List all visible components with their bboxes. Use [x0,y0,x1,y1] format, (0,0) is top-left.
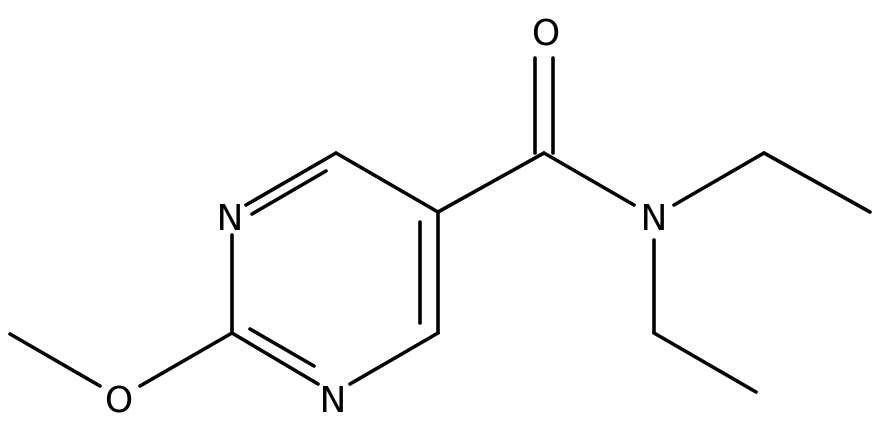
bond-c4-n3 [244,151,338,207]
atom-labels: N N O O N [105,13,668,421]
bond-c4-n3-inner [250,169,328,216]
bond-c5-ccarbonyl [436,151,546,214]
atom-o-carbonyl: O [532,13,560,54]
atom-o-methoxy: O [105,380,133,421]
bond-c4-c5 [334,151,440,214]
bond-c2-o [138,331,234,388]
bond-n1-c2-inner [248,327,316,368]
bond-c6-n1 [348,331,440,386]
bond-o-ch3 [8,332,102,388]
atom-n-ring-upper: N [217,198,244,239]
atom-n-amide: N [641,198,668,239]
bond-n-ch2-upper [672,151,766,207]
bond-n1-c2 [230,331,320,386]
bond-ch2-ch3-upper [762,151,872,214]
bond-ch2-ch3-lower [652,331,758,394]
bond-ccarbonyl-n [542,151,636,207]
atom-n-ring-lower: N [320,380,347,421]
bonds [8,56,872,394]
